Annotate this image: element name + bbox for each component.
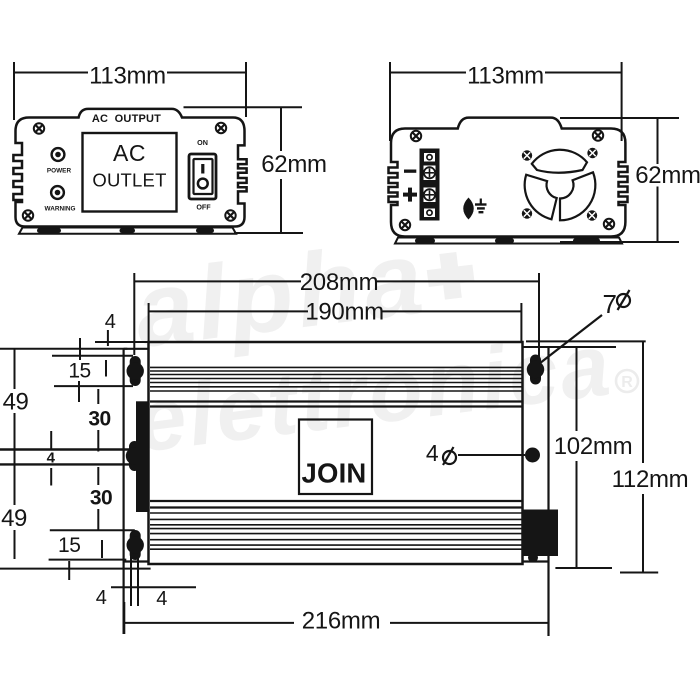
svg-text:30: 30 [88, 408, 110, 431]
svg-text:OFF: OFF [196, 203, 211, 212]
svg-text:JOIN: JOIN [302, 458, 367, 489]
svg-text:4: 4 [96, 587, 107, 609]
svg-text:216mm: 216mm [302, 608, 381, 635]
svg-text:7: 7 [603, 289, 617, 319]
svg-text:4: 4 [47, 450, 56, 467]
svg-text:4: 4 [426, 440, 439, 466]
svg-text:AC OUTPUT: AC OUTPUT [92, 113, 161, 125]
svg-text:WARNING: WARNING [45, 206, 76, 213]
svg-text:OUTLET: OUTLET [92, 170, 166, 191]
svg-text:190mm: 190mm [305, 299, 384, 326]
svg-text:62mm: 62mm [635, 162, 700, 189]
svg-text:208mm: 208mm [300, 269, 379, 296]
svg-text:ON: ON [197, 138, 208, 147]
svg-text:POWER: POWER [47, 168, 72, 175]
svg-text:49: 49 [1, 505, 27, 532]
svg-text:49: 49 [3, 389, 29, 416]
svg-text:112mm: 112mm [612, 466, 689, 493]
svg-text:62mm: 62mm [261, 151, 326, 178]
svg-text:4: 4 [156, 588, 167, 610]
svg-text:113mm: 113mm [89, 63, 166, 90]
svg-text:113mm: 113mm [467, 63, 544, 90]
svg-text:15: 15 [58, 534, 80, 557]
svg-text:4: 4 [105, 311, 116, 333]
svg-text:102mm: 102mm [554, 433, 633, 460]
svg-text:15: 15 [68, 360, 90, 383]
svg-text:AC: AC [113, 140, 146, 166]
svg-text:30: 30 [90, 487, 112, 510]
svg-text:R: R [621, 374, 633, 391]
